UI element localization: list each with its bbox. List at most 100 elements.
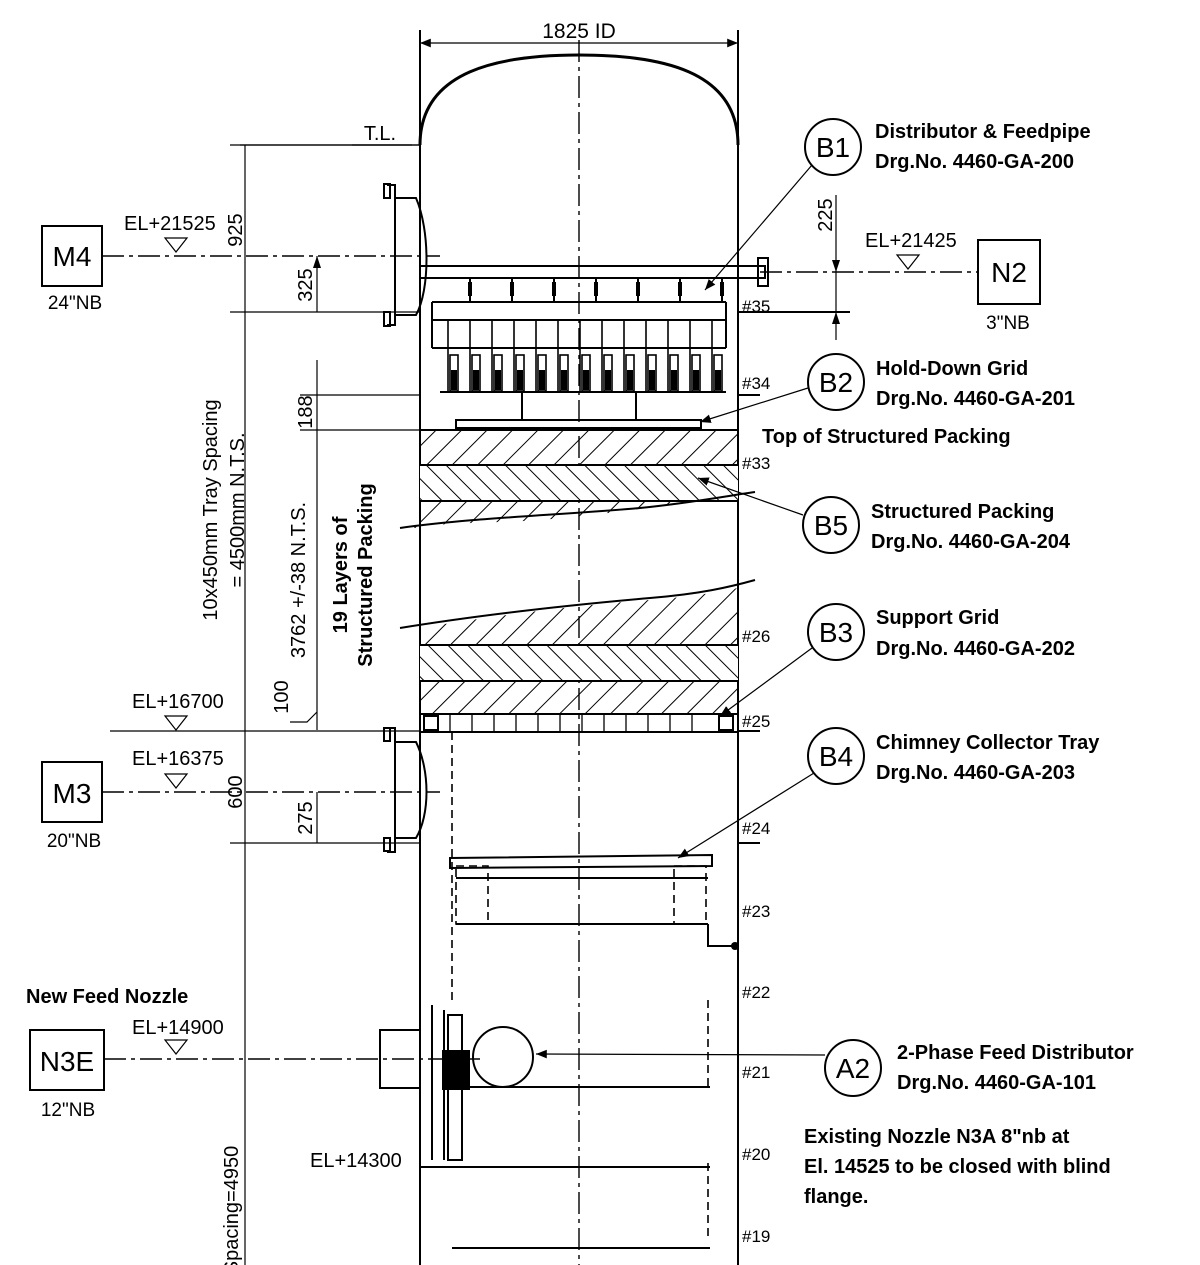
callout-b4: B4 Chimney Collector Tray Drg.No. 4460-G… <box>677 727 1100 859</box>
existing-note-line3: flange. <box>804 1186 868 1208</box>
callout-a2: A2 2-Phase Feed Distributor Drg.No. 4460… <box>535 1039 1134 1097</box>
nozzle-n2-size: 3"NB <box>986 313 1030 334</box>
distributor-trough <box>469 320 481 392</box>
callout-b3-title: Support Grid <box>876 607 999 629</box>
callout-b4-drawing: Drg.No. 4460-GA-203 <box>876 762 1075 784</box>
callout-a2-title: 2-Phase Feed Distributor <box>897 1042 1134 1064</box>
tray-23: #23 <box>742 902 770 921</box>
callout-b5: B5 Structured Packing Drg.No. 4460-GA-20… <box>697 477 1071 554</box>
nozzle-n3e-size: 12"NB <box>41 1100 95 1121</box>
tray-spacing-label-2: = 4500mm N.T.S. <box>227 432 249 587</box>
structured-packing-bottom <box>399 579 756 714</box>
dim-188: 188 <box>295 395 317 428</box>
nozzle-n2-elevation: EL+21425 <box>865 230 957 252</box>
existing-nozzle-note: Existing Nozzle N3A 8"nb at El. 14525 to… <box>804 1126 1111 1208</box>
nozzle-n3e-box <box>29 1029 105 1091</box>
distributor-risers <box>447 278 724 392</box>
feedpipe-riser-cap <box>720 282 724 296</box>
callout-b5-title: Structured Packing <box>871 501 1054 523</box>
feedpipe-riser-cap <box>594 282 598 296</box>
callout-b1-title: Distributor & Feedpipe <box>875 121 1091 143</box>
existing-note-line1: Existing Nozzle N3A 8"nb at <box>804 1126 1070 1148</box>
tray-20: #20 <box>742 1145 770 1164</box>
callout-b2-tag: B2 <box>819 367 853 398</box>
distributor-trough <box>623 320 635 392</box>
tray-21: #21 <box>742 1063 770 1082</box>
tray-19: #19 <box>742 1227 770 1246</box>
distributor-trough <box>579 320 591 392</box>
elevation-14300: EL+14300 <box>310 1150 402 1172</box>
callout-a2-tag: A2 <box>836 1053 870 1084</box>
tray-22: #22 <box>742 983 770 1002</box>
dim-325: 325 <box>295 268 317 301</box>
distributor-trough <box>667 320 679 392</box>
nozzle-m4: M4 24"NB EL+21525 <box>41 183 440 327</box>
top-of-packing-note: Top of Structured Packing <box>762 426 1011 448</box>
dim-600: 600 <box>225 775 247 808</box>
callout-b4-title: Chimney Collector Tray <box>876 732 1100 754</box>
callout-a2-drawing: Drg.No. 4460-GA-101 <box>897 1072 1096 1094</box>
tangent-line: T.L. <box>240 123 420 146</box>
nozzle-m3-size: 20"NB <box>47 831 101 852</box>
tray-spacing-label-1: 10x450mm Tray Spacing <box>200 399 222 620</box>
nozzle-m4-elevation: EL+21525 <box>124 213 216 235</box>
left-dimension-chain: 925 325 10x450mm Tray Spacing = 4500mm N… <box>200 144 420 1265</box>
callout-b2-drawing: Drg.No. 4460-GA-201 <box>876 388 1075 410</box>
tray-33: #33 <box>742 454 770 473</box>
support-grid <box>419 713 739 733</box>
feedpipe-riser-cap <box>636 282 640 296</box>
distributor-trough <box>447 320 459 392</box>
elevation-16700-label: EL+16700 <box>132 691 224 713</box>
feedpipe-riser-cap <box>468 282 472 296</box>
feedpipe-riser-cap <box>510 282 514 296</box>
callout-b1: B1 Distributor & Feedpipe Drg.No. 4460-G… <box>704 118 1091 291</box>
nozzle-m3: M3 20"NB EL+16375 600 275 <box>41 727 440 853</box>
callout-b1-drawing: Drg.No. 4460-GA-200 <box>875 151 1074 173</box>
support-grid-bars <box>449 714 693 732</box>
distributor-trough <box>491 320 503 392</box>
tray-24: #24 <box>742 819 770 838</box>
nozzle-m3-tag: M3 <box>53 778 92 809</box>
dim-225: 225 <box>815 198 837 231</box>
packing-layers-line2: Structured Packing <box>355 483 377 666</box>
feedpipe-riser-cap <box>552 282 556 296</box>
diameter-label: 1825 ID <box>542 20 616 43</box>
nozzle-m4-tag: M4 <box>53 241 92 272</box>
nozzle-n3e: New Feed Nozzle N3E 12"NB EL+14900 <box>26 986 710 1161</box>
existing-note-line2: El. 14525 to be closed with blind <box>804 1156 1111 1178</box>
hold-down-grid <box>455 392 702 429</box>
elevation-16700: EL+16700 <box>110 691 420 732</box>
diameter-dimension: 1825 ID <box>420 20 738 48</box>
distributor-trough <box>711 320 723 392</box>
tray-35: #35 <box>742 297 770 316</box>
callout-b2-title: Hold-Down Grid <box>876 358 1028 380</box>
spacing-4950: Spacing=4950 <box>221 1146 243 1265</box>
nozzle-n2-tag: N2 <box>991 257 1027 288</box>
callout-b1-tag: B1 <box>816 132 850 163</box>
tray-25: #25 <box>742 712 770 731</box>
tangent-line-label: T.L. <box>364 123 396 145</box>
new-feed-nozzle-note: New Feed Nozzle <box>26 986 188 1008</box>
packing-height-dim: 3762 +/-38 N.T.S. <box>288 502 310 658</box>
distributor-trough <box>601 320 613 392</box>
tray-marks: #35 #34 #33 #26 #25 #24 #23 #22 #21 #20 … <box>452 297 850 1249</box>
dim-925: 925 <box>225 213 247 246</box>
callout-b3-tag: B3 <box>819 617 853 648</box>
callout-b3: B3 Support Grid Drg.No. 4460-GA-202 <box>719 603 1075 717</box>
tray-34: #34 <box>742 374 770 393</box>
distributor-trough <box>645 320 657 392</box>
chimney-collector-tray <box>449 732 739 1000</box>
dim-100: 100 <box>271 680 293 713</box>
callout-b5-tag: B5 <box>814 510 848 541</box>
packing-layers-line1: 19 Layers of <box>330 516 352 633</box>
callout-b2: B2 Hold-Down Grid Drg.No. 4460-GA-201 <box>699 353 1075 423</box>
nozzle-n3e-tag: N3E <box>40 1046 94 1077</box>
distributor-trough <box>535 320 547 392</box>
nozzle-m4-size: 24"NB <box>48 293 102 314</box>
tray-26: #26 <box>742 627 770 646</box>
callout-b4-tag: B4 <box>819 741 853 772</box>
distributor-trough <box>513 320 525 392</box>
callout-b3-drawing: Drg.No. 4460-GA-202 <box>876 638 1075 660</box>
dim-275: 275 <box>295 801 317 834</box>
